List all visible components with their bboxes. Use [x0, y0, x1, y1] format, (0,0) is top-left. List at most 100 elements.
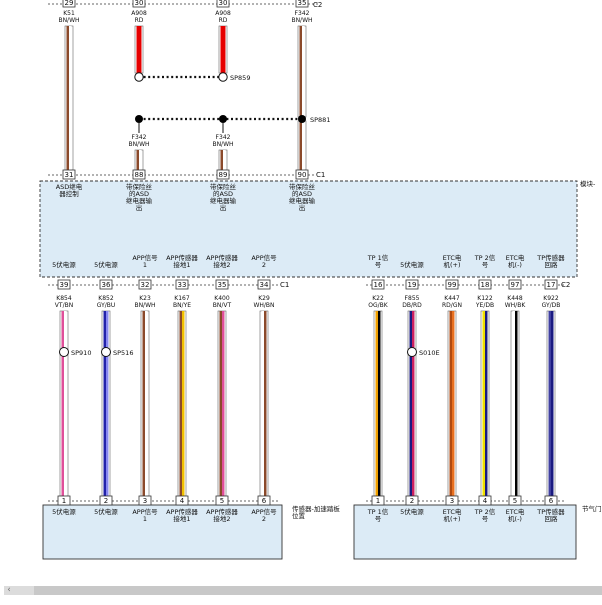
sensor-right-body [353, 504, 577, 560]
sensor-right-label-0-0: TP 1信 [367, 507, 389, 516]
c1-bottom-pin-4-label: 35 [218, 281, 227, 289]
sp859-label: SP859 [230, 74, 250, 82]
sensor-left-name-0: 传感器-加速踏板 [292, 504, 340, 513]
wire-f342-mid-0 [134, 149, 144, 171]
lower-wire-code-0: K854 [56, 295, 72, 302]
wire-f342-mid-1 [218, 149, 228, 171]
c2-bottom-pin-3-label: 18 [481, 281, 490, 289]
lower-wire-5-stripe-b [264, 311, 267, 496]
wire-f342-c1 [297, 120, 307, 171]
module-bottom-label-7-0: 5伏电源 [400, 260, 424, 269]
lower-wire-6-stripe-a [375, 311, 378, 496]
c1-top-pin-1-label: 88 [135, 171, 144, 179]
wire-k51 [64, 25, 74, 171]
sensor-left-label-2-0: APP信号 [132, 507, 158, 516]
scroll-left-arrow-icon[interactable]: ‹ [7, 585, 11, 595]
c1-top-pin-1-box [132, 169, 146, 180]
lower-wire-code-8: K447 [444, 295, 460, 302]
c1-bottom-pin-5-box [257, 279, 271, 290]
wire-a908-a [134, 25, 144, 74]
lower-wire-1-stripe-b [106, 311, 109, 496]
module-bottom-label-2-1: 1 [143, 261, 147, 269]
mid-wire-code-0: F342 [132, 134, 147, 141]
scrollbar-track[interactable] [4, 586, 602, 595]
lower-splice-label-0: SP910 [71, 349, 91, 357]
mid-wire-color-0: BN/WH [128, 141, 149, 148]
lower-wire-code-7: F855 [405, 295, 420, 302]
lower-wire-8-stripe-b [452, 311, 455, 496]
sensor-left-label-5-1: 2 [262, 515, 266, 523]
wire-f342-top-stripe-a [299, 26, 302, 117]
c1-bottom-pin-1-box [99, 279, 113, 290]
sensor-left-pin-3-label: 4 [180, 497, 185, 505]
c2-bottom-pin-2-box [445, 279, 459, 290]
wiring-diagram: 29K51BN/WH30A908RD30A908RD35F342BN/WHC2S… [39, 0, 602, 560]
c1-top-pin-3-box [295, 169, 309, 180]
top-wire-color-2: RD [219, 17, 228, 24]
module-top-label-1-1: 的ASD [129, 189, 149, 198]
lower-wire-code-4: K400 [214, 295, 230, 302]
c1-bottom-pin-2-label: 32 [141, 281, 150, 289]
sensor-right-label-1-0: 5伏电源 [400, 507, 424, 516]
top-pin-1-label: 30 [135, 0, 144, 7]
sensor-right-pin-0-box [371, 495, 385, 506]
sp881-label: SP881 [310, 116, 330, 124]
lower-wire-code-10: K448 [507, 295, 523, 302]
lower-wire-9-stripe-a [482, 311, 485, 496]
lower-wire-3-stripe-b [182, 311, 185, 496]
lower-wire-code-11: K922 [543, 295, 559, 302]
lower-splice-node-1 [101, 347, 111, 357]
c2-bottom-pin-1-box [405, 279, 419, 290]
lower-wire-10-stripe-a [512, 311, 515, 496]
module-bottom-label-1-0: 5伏电源 [94, 260, 118, 269]
horizontal-scrollbar[interactable]: ‹ [0, 580, 602, 605]
module-top-label-1-3: 出 [136, 203, 143, 212]
mid-wire-code-1: F342 [216, 134, 231, 141]
c1-top-pin-2-box [216, 169, 230, 180]
lower-wire-0-stripe-b [64, 311, 67, 496]
wire-k51-stripe-a [66, 26, 69, 170]
module-bottom-label-6-0: TP 1信 [367, 253, 389, 262]
sensor-left-body [42, 504, 283, 560]
lower-wire-7-stripe-a [409, 311, 412, 496]
c1-bottom-pin-0-label: 39 [60, 281, 69, 289]
c1-top-pin-0-label: 31 [65, 171, 74, 179]
module-bottom-label-3-0: APP传感器 [166, 253, 198, 262]
lower-wire-color-4: BN/VT [213, 302, 232, 309]
c1-top-pin-0-box [62, 169, 76, 180]
lower-wire-6-stripe-b [378, 311, 381, 496]
module-bottom-label-8-0: ETC电 [443, 253, 462, 262]
lower-wire-color-1: GY/BU [97, 302, 116, 309]
sensor-left-label-0-0: 5伏电源 [52, 507, 76, 516]
top-wire-code-1: A908 [131, 10, 147, 17]
wire-f342-mid-1-stripe-a [220, 150, 223, 170]
c1-top-pin-2-label: 89 [219, 171, 228, 179]
lower-wire-color-9: YE/DB [475, 302, 494, 309]
sensor-right-label-5-0: TP传感器 [536, 507, 565, 516]
lower-wire-code-6: K22 [372, 295, 384, 302]
sensor-right-label-5-1: 回路 [545, 514, 559, 523]
wire-f342-c1-stripe-b [302, 121, 305, 170]
scrollbar-thumb[interactable] [34, 586, 602, 595]
module-top-label-2-0: 带保险丝 [210, 182, 237, 191]
module-top-label-2-1: 的ASD [213, 189, 233, 198]
top-wire-color-1: RD [135, 17, 144, 24]
top-pin-2-label: 30 [219, 0, 228, 7]
sensor-right-pin-4-label: 5 [513, 497, 517, 505]
lower-wire-2 [140, 310, 150, 497]
lower-wire-5 [259, 310, 269, 497]
lower-wire-color-3: BN/YE [173, 302, 191, 309]
lower-wire-11-stripe-b [551, 311, 554, 496]
c2-bottom-pin-4-label: 97 [511, 281, 520, 289]
top-pin-0-box [62, 0, 76, 8]
sensor-right-name-0: 节气门 [582, 504, 602, 513]
top-wire-color-3: BN/WH [291, 17, 312, 24]
top-wire-color-0: BN/WH [58, 17, 79, 24]
module-top-label-3-1: 的ASD [292, 189, 312, 198]
sensor-right-label-2-1: 机(+) [443, 514, 460, 523]
sensor-right-pin-2-label: 3 [450, 497, 454, 505]
sensor-left-label-3-1: 接地1 [173, 514, 190, 523]
lower-wire-color-7: DB/RD [402, 302, 422, 309]
lower-wire-color-2: BN/WH [134, 302, 155, 309]
module-top-label-1-2: 继电器输 [126, 196, 153, 205]
